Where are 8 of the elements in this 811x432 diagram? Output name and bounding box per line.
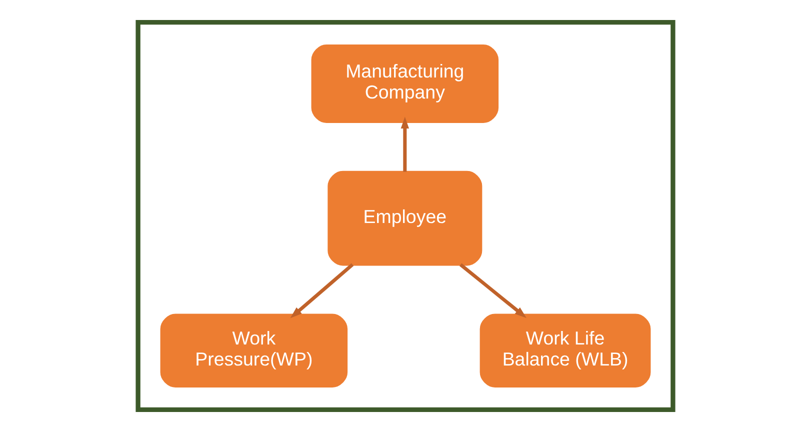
node-box: Manufacturing Company — [311, 44, 499, 123]
arrow — [459, 263, 526, 318]
arrow — [290, 263, 354, 318]
node-box: Work Life Balance (WLB) — [480, 314, 651, 388]
node-box: Employee — [328, 170, 482, 266]
cluster — [136, 20, 676, 412]
node-box: Work Pressure(WP) — [160, 314, 348, 388]
arrow — [400, 116, 410, 172]
